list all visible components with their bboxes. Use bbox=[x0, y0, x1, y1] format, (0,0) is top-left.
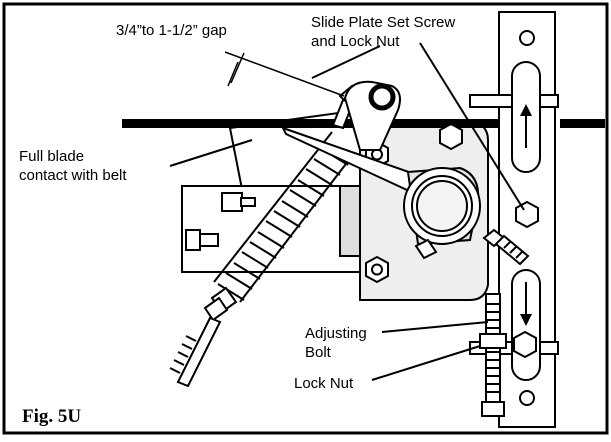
tension-spring bbox=[213, 131, 353, 303]
travel-arrow-up bbox=[520, 104, 532, 148]
blade-arm bbox=[281, 80, 428, 198]
adjusting-bolt bbox=[479, 293, 507, 417]
tensioner-hub bbox=[403, 166, 481, 246]
conveyor-belt bbox=[122, 119, 605, 128]
hub-set-screw bbox=[414, 228, 530, 266]
bracket-nuts bbox=[365, 122, 539, 359]
adjusting-bolt-label-line1: Adjusting bbox=[305, 325, 367, 342]
gap-label: 3/4”to 1-1/2” gap bbox=[116, 22, 227, 39]
side-bolts bbox=[185, 192, 256, 251]
travel-arrow-down bbox=[520, 282, 532, 326]
blade-contact-label-line1: Full blade bbox=[19, 148, 85, 165]
figure-border bbox=[2, 2, 609, 435]
gap-dimension bbox=[224, 51, 345, 97]
spring-rod bbox=[169, 84, 364, 388]
slide-plate-label-line1: Slide Plate Set Screw bbox=[311, 14, 456, 31]
lock-nut-label: Lock Nut bbox=[294, 375, 354, 392]
figure-caption: Fig. 5U bbox=[22, 406, 82, 427]
blade-contact-label-line2: contact with belt bbox=[19, 167, 127, 184]
leader-lines bbox=[169, 42, 525, 381]
slide-plate-label-line2: and Lock Nut bbox=[311, 33, 400, 50]
adjusting-bolt-label-line2: Bolt bbox=[305, 344, 331, 361]
